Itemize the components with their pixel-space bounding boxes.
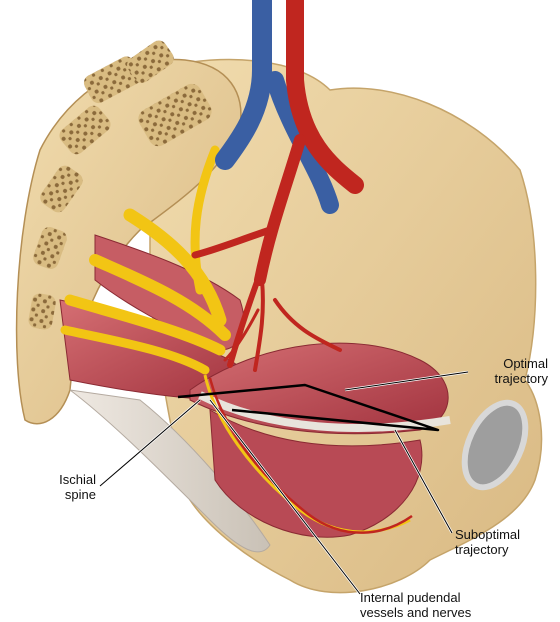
label-ischial-spine: Ischial spine [56,472,96,502]
label-suboptimal-line1: Suboptimal [455,527,521,542]
pudendal-artery [208,377,413,534]
label-optimal-trajectory: Optimal trajectory [468,356,548,386]
label-suboptimal-trajectory: Suboptimal trajectory [455,527,520,557]
label-ischial-line2: spine [64,487,96,502]
arcus-tendineus [198,391,451,432]
obturator-internus-muscle [209,409,423,538]
label-optimal-line1: Optimal [503,356,548,371]
sacral-plexus [60,145,231,375]
label-pudendal-line2: vessels and nerves [360,605,472,620]
iliac-vein-branch [266,71,339,214]
iliac-vein [215,0,272,170]
label-pudendal-line1: Internal pudendal [360,590,461,605]
label-internal-pudendal: Internal pudendal vessels and nerves [360,590,471,620]
iliac-artery [286,0,364,194]
label-suboptimal-line2: trajectory [455,542,509,557]
optimal-trajectory-line [177,383,440,432]
leader-lines-core [99,371,469,595]
internal-iliac-branches [191,134,342,372]
label-ischial-line1: Ischial [59,472,96,487]
label-optimal-line2: trajectory [494,371,548,386]
sacrotuberous-ligament [69,389,271,553]
vertebral-bodies [28,40,212,330]
obturator-foramen [461,399,529,491]
